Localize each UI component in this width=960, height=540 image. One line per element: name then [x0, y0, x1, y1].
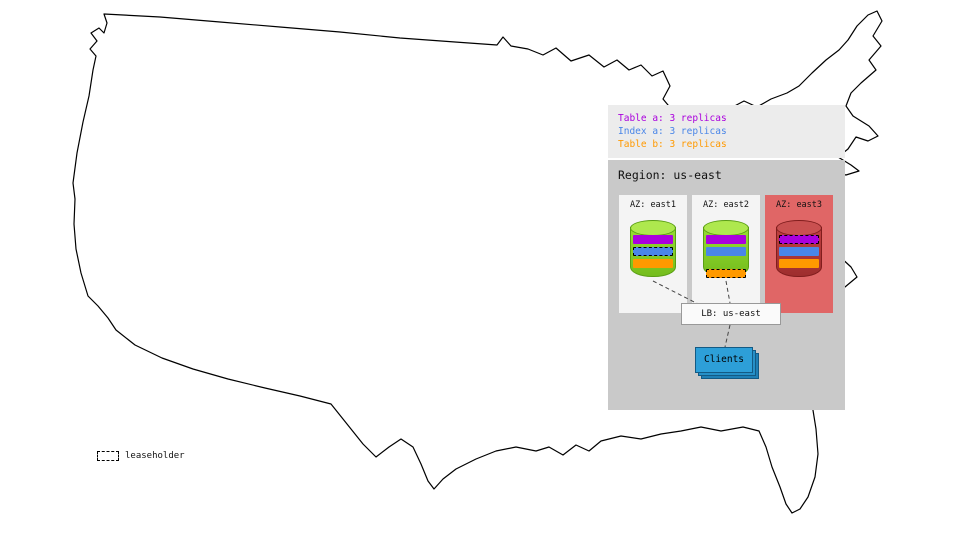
leaseholder-legend: leaseholder: [97, 451, 185, 462]
az-box-east2: AZ: east2: [692, 195, 760, 313]
legend-index-a: Index a: 3 replicas: [618, 126, 727, 137]
replica-bar-table-b: [706, 269, 746, 278]
az-box-east1: AZ: east1: [619, 195, 687, 313]
load-balancer-box: LB: us-east: [681, 303, 781, 325]
az-label-east2: AZ: east2: [702, 200, 750, 210]
clients-stack: Clients: [695, 347, 765, 385]
legend-table-b: Table b: 3 replicas: [618, 139, 727, 150]
region-panel: Region: us-east AZ: east1 AZ: east2: [608, 160, 845, 410]
legend-table-a: Table a: 3 replicas: [618, 113, 727, 124]
replica-bar-index-a: [779, 247, 819, 256]
az-box-east3: AZ: east3: [765, 195, 833, 313]
replica-legend-panel: Table a: 3 replicas Index a: 3 replicas …: [608, 105, 845, 158]
cylinder-top: [776, 220, 822, 236]
leaseholder-label: leaseholder: [125, 451, 185, 461]
database-cylinder-east3: [776, 220, 822, 284]
az-label-east1: AZ: east1: [629, 200, 677, 210]
az-label-east3: AZ: east3: [775, 200, 823, 210]
replica-bar-table-b: [779, 259, 819, 268]
replica-bar-index-a: [633, 247, 673, 256]
az-row: AZ: east1 AZ: east2: [619, 195, 833, 313]
clients-box: Clients: [695, 347, 753, 373]
leaseholder-swatch-icon: [97, 451, 119, 461]
database-cylinder-east1: [630, 220, 676, 284]
replica-bar-table-a: [633, 235, 673, 244]
replica-bar-index-a: [706, 247, 746, 256]
region-title: Region: us-east: [618, 168, 722, 182]
replica-bar-table-b: [633, 259, 673, 268]
database-cylinder-east2: [703, 220, 749, 284]
cylinder-top: [703, 220, 749, 236]
cylinder-top: [630, 220, 676, 236]
replica-bar-table-a: [779, 235, 819, 244]
replica-bar-table-a: [706, 235, 746, 244]
